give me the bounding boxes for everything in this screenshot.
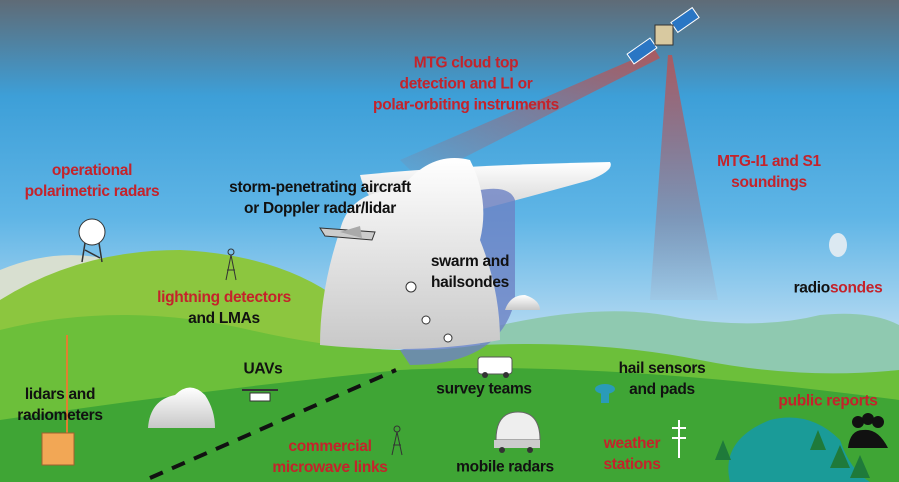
aircraft-label: storm-penetrating aircraft or Doppler ra…	[229, 177, 411, 219]
label-line: polar-orbiting instruments	[373, 96, 559, 114]
satellite-beam-slant	[400, 50, 660, 180]
swarm-hailsondes-label: swarm and hailsondes	[430, 251, 510, 293]
weather-stations-label: weather stations	[603, 433, 660, 475]
trees-icon	[715, 430, 870, 478]
people-group-icon	[848, 413, 888, 448]
storm-cloud-tower	[320, 158, 500, 349]
label-line: lightning detectors	[157, 289, 291, 306]
label-line: detection and LI or	[399, 75, 533, 93]
satellite-beam-vertical	[650, 55, 718, 300]
hail-sensors-label: hail sensors and pads	[619, 358, 706, 400]
survey-teams-label: survey teams	[436, 380, 532, 398]
label-line: swarm and	[430, 253, 510, 270]
label-line: hailsondes	[431, 274, 509, 291]
label-line: microwave links	[272, 459, 388, 476]
label-line: radiometers	[17, 407, 103, 424]
polarimetric-radars-label: operational polarimetric radars	[25, 160, 160, 202]
label-line: storm-penetrating aircraft	[229, 179, 411, 196]
mtg-cloud-top-label: MTG cloud top detection and LI or polar-…	[373, 53, 559, 116]
lightning-tower-icon	[225, 248, 237, 281]
label-line: or Doppler radar/lidar	[244, 200, 396, 217]
mobile-radars-label: mobile radars	[456, 458, 554, 476]
small-cloud	[505, 295, 540, 310]
hail-pad-icon	[595, 384, 615, 403]
label-line: soundings	[731, 174, 807, 191]
label-line: stations	[603, 456, 661, 473]
satellite-icon	[626, 6, 700, 65]
survey-van-icon	[477, 356, 513, 378]
radar-dome-icon	[78, 218, 106, 263]
mobile-radar-truck-icon	[494, 411, 541, 453]
drone-icon	[242, 389, 278, 402]
lidar-container-icon	[41, 432, 75, 466]
radiosondes-label: radiosondes	[794, 278, 883, 299]
weather-station-icon	[672, 420, 686, 458]
label-part: radio	[793, 279, 831, 297]
label-line: operational	[51, 162, 133, 179]
public-reports-label: public reports	[778, 392, 878, 410]
small-cloud	[148, 387, 215, 428]
label-part: sondes	[829, 279, 883, 297]
lightning-detectors-label: lightning detectors and LMAs	[157, 287, 291, 329]
microwave-tower-icon	[391, 425, 403, 456]
radiosonde-balloon-icon	[829, 233, 847, 257]
microwave-link-dashed-line	[149, 368, 397, 480]
microwave-links-label: commercial microwave links	[272, 436, 388, 478]
label-line: MTG cloud top	[413, 54, 519, 72]
lidars-label: lidars and radiometers	[17, 384, 103, 426]
label-line: polarimetric radars	[24, 183, 160, 200]
label-line: MTG-I1 and S1	[717, 153, 821, 170]
mtg-soundings-label: MTG-I1 and S1 soundings	[717, 151, 821, 193]
label-line: lidars and	[24, 386, 96, 403]
label-line: and LMAs	[188, 310, 260, 327]
label-line: weather	[603, 435, 661, 452]
label-line: and pads	[629, 381, 695, 398]
label-line: commercial	[288, 438, 372, 455]
label-line: hail sensors	[618, 360, 706, 377]
uavs-label: UAVs	[243, 360, 283, 378]
airplane-icon	[319, 226, 376, 241]
hailsonde-balloons-icon	[405, 281, 453, 343]
